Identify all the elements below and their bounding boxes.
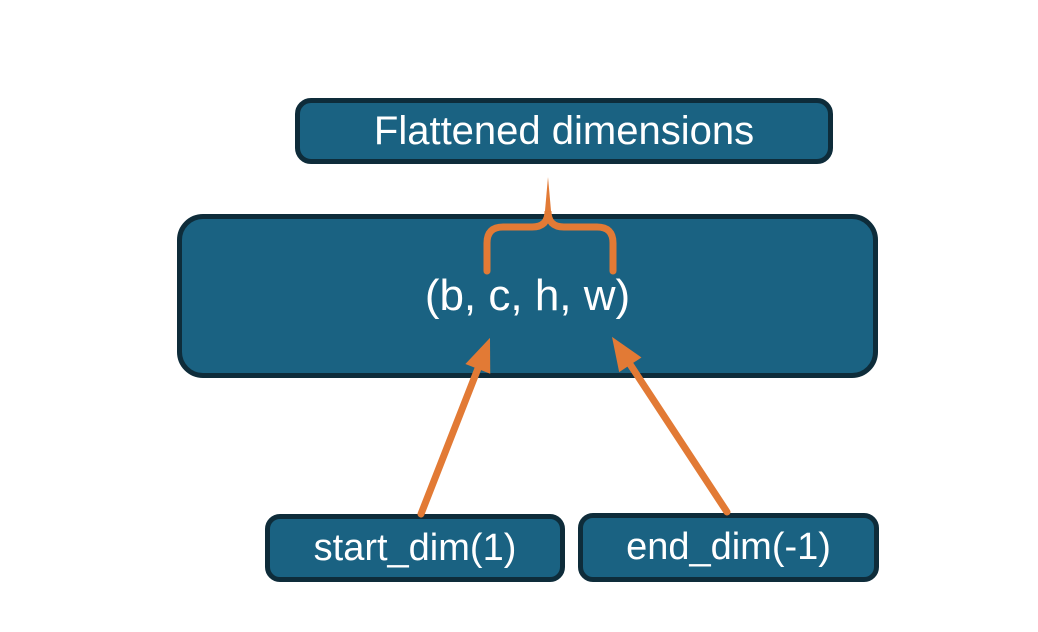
end-dim-box: end_dim(-1): [578, 513, 879, 582]
tensor-shape-box: (b, c, h, w): [177, 214, 878, 378]
flattened-dimensions-label: Flattened dimensions: [373, 108, 755, 153]
tensor-shape-label: (b, c, h, w): [424, 271, 631, 320]
start-dim-label: start_dim(1): [313, 526, 517, 569]
flattened-dimensions-box: Flattened dimensions: [295, 98, 833, 164]
start-dim-box: start_dim(1): [265, 514, 565, 582]
end-dim-label: end_dim(-1): [626, 526, 831, 568]
